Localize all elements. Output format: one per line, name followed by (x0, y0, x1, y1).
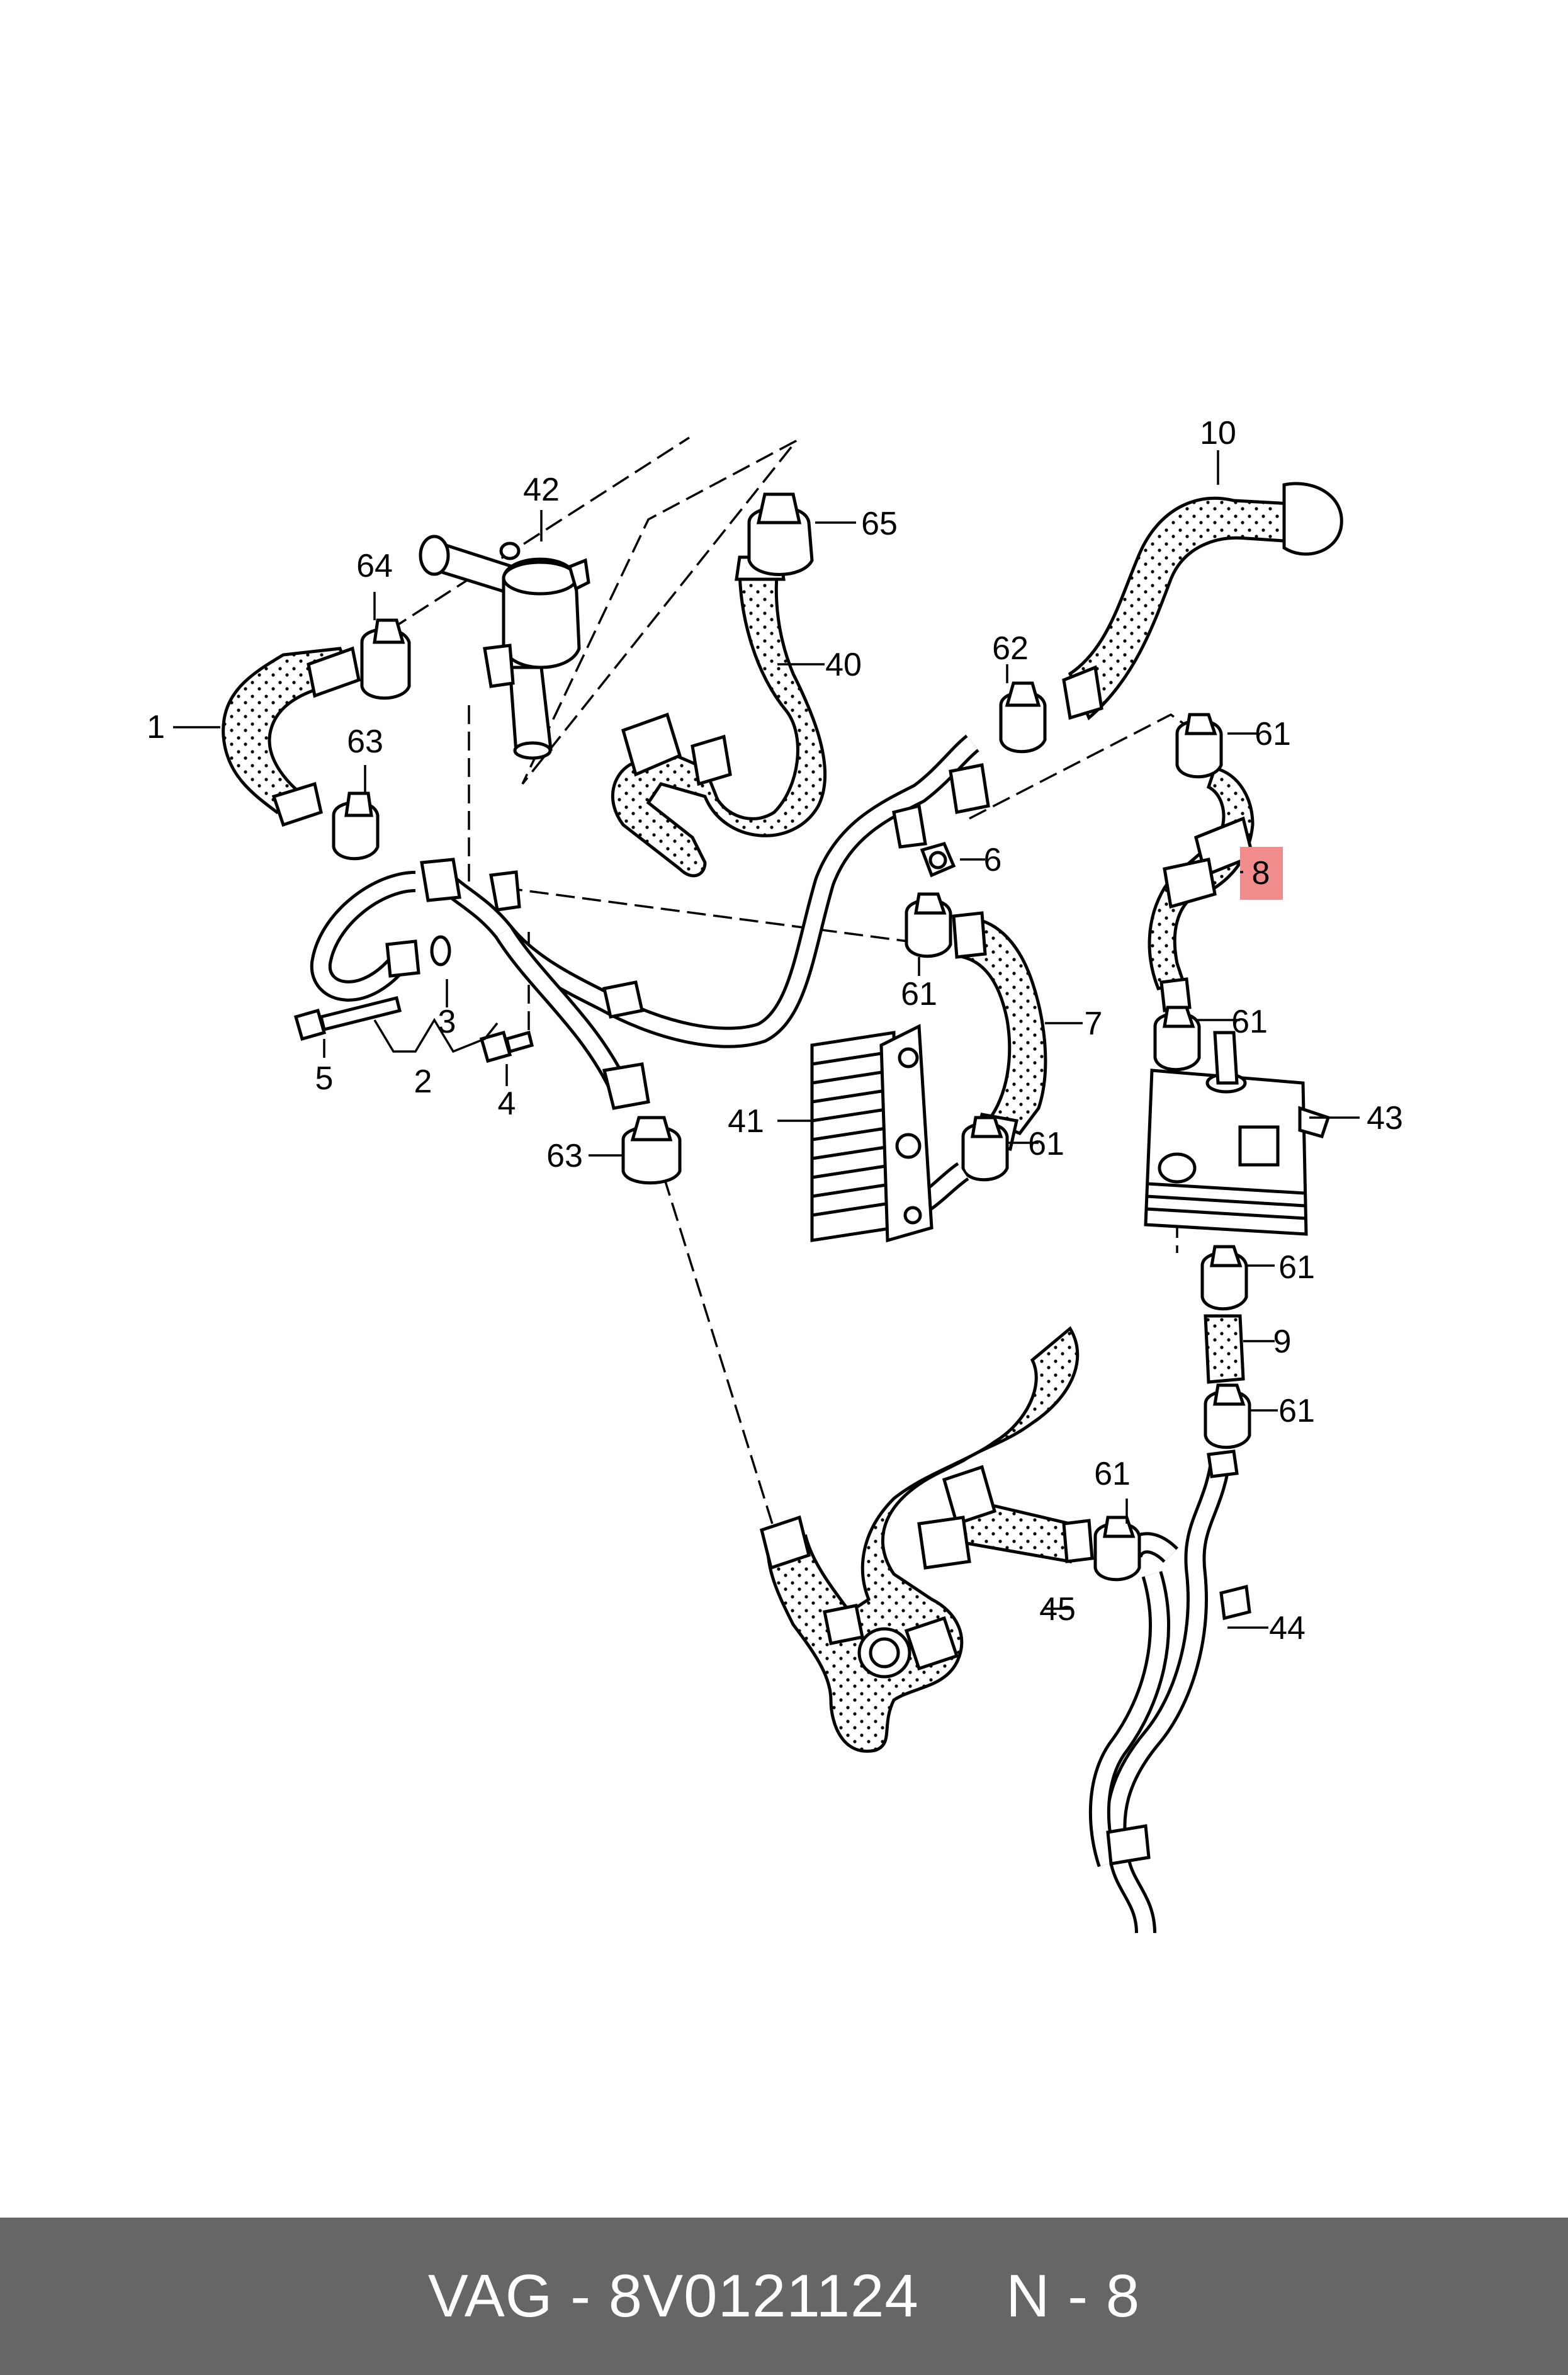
part-9-hose (1204, 1314, 1245, 1384)
bolt-4 (479, 1030, 534, 1063)
label-61-g: 61 (1094, 1456, 1131, 1492)
part-41-oil-cooler (810, 1024, 933, 1243)
label-10: 10 (1200, 415, 1236, 451)
label-61-f: 61 (1278, 1393, 1315, 1429)
label-42: 42 (523, 472, 560, 508)
label-6: 6 (984, 842, 1002, 878)
label-1: 1 (147, 709, 165, 745)
parts-diagram: 1 2 3 4 5 6 7 8 9 10 40 41 42 43 44 45 6… (147, 415, 1403, 1934)
clip-63-lower (621, 1116, 682, 1185)
label-5: 5 (315, 1060, 334, 1097)
clip-61-cooler-bottom (1200, 1245, 1248, 1311)
clip-62 (999, 681, 1047, 754)
label-63-b: 63 (546, 1138, 583, 1174)
bolt-5 (293, 995, 402, 1041)
highlight-box-8 (1240, 847, 1283, 900)
clip-63-upper (332, 791, 380, 861)
label-65: 65 (861, 506, 898, 542)
part-7-hose (952, 911, 1047, 1151)
part-number-caption: VAG - 8V0121124 N - 8 (427, 2262, 1141, 2330)
clip-61-hose-9-bottom (1204, 1383, 1251, 1449)
clip-61-hose-7-top (905, 892, 952, 958)
coolant-pipe (426, 734, 990, 1110)
label-61-e: 61 (1278, 1249, 1315, 1286)
part-10-hose (1062, 482, 1343, 721)
part-43-oil-cooler (1144, 1031, 1331, 1236)
label-2: 2 (414, 1063, 432, 1100)
label-3: 3 (438, 1004, 456, 1040)
label-63-a: 63 (347, 723, 383, 760)
label-61-b: 61 (901, 976, 937, 1012)
clip-61-hose-7-bottom (961, 1116, 1009, 1182)
label-61-a: 61 (1255, 716, 1291, 752)
leader-lines (173, 450, 1360, 1629)
clip-64 (360, 618, 411, 700)
clip-61-cooler-top (1153, 1006, 1201, 1072)
part-44-pipe (1088, 1449, 1251, 1934)
part-1-hose (222, 646, 361, 827)
exploded-view-drawing: 1 2 3 4 5 6 7 8 9 10 40 41 42 43 44 45 6… (147, 415, 1403, 1934)
label-43: 43 (1367, 1100, 1403, 1136)
part-42-pump (419, 535, 590, 760)
label-4: 4 (498, 1085, 516, 1122)
footer-bar: VAG - 8V0121124 N - 8 (0, 2218, 1568, 2375)
label-44: 44 (1269, 1610, 1306, 1647)
label-64: 64 (356, 548, 393, 584)
label-8: 8 (1252, 855, 1270, 892)
clip-61-pipe-44 (1093, 1516, 1141, 1582)
nut-6 (920, 841, 956, 878)
part-8-hose (1148, 766, 1255, 1012)
label-45: 45 (1039, 1591, 1076, 1628)
label-62: 62 (992, 630, 1029, 667)
callout-labels: 1 2 3 4 5 6 7 8 9 10 40 41 42 43 44 45 6… (147, 415, 1403, 1647)
clip-61-hose-8-top (1175, 713, 1223, 779)
bypass-pipe (310, 858, 644, 1019)
label-61-c: 61 (1231, 1004, 1268, 1040)
part-40-hose (611, 555, 827, 878)
label-7: 7 (1085, 1006, 1103, 1042)
part-45-hose (760, 1326, 1094, 1753)
label-40: 40 (825, 647, 862, 683)
label-9: 9 (1273, 1324, 1292, 1360)
clip-65 (747, 492, 814, 576)
label-41: 41 (728, 1103, 764, 1140)
label-61-d: 61 (1028, 1126, 1064, 1162)
